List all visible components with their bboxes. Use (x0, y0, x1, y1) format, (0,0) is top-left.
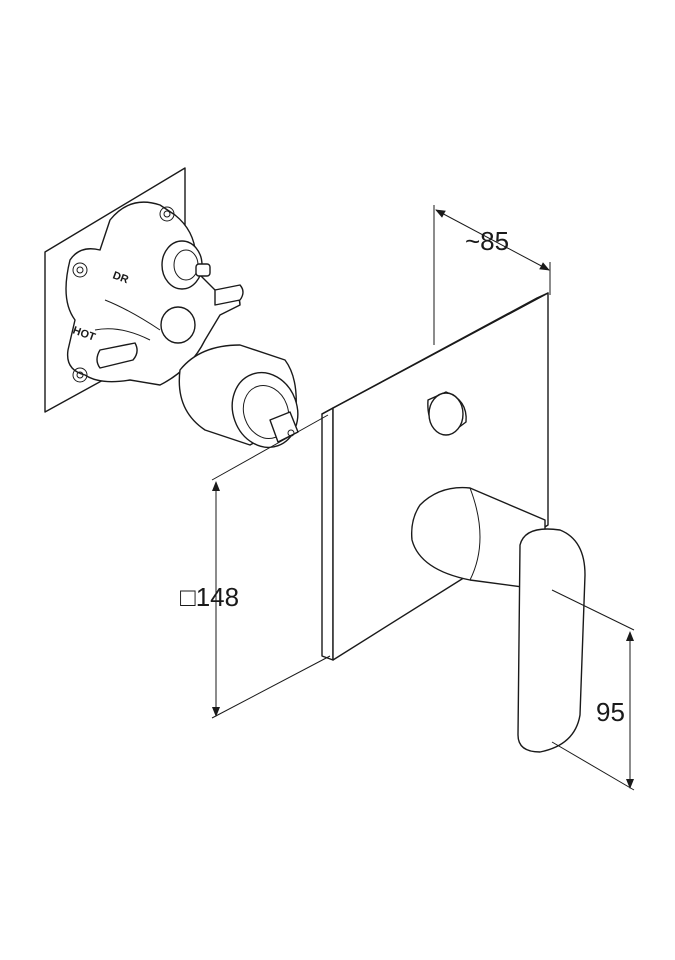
depth-label: ~85 (465, 226, 509, 256)
lever-length-label: 95 (596, 697, 625, 727)
diverter-knob (427, 391, 467, 436)
dr-port-label: DR (111, 270, 130, 287)
dimension-depth: ~85 (433, 205, 551, 345)
cartridge (178, 344, 299, 449)
dimension-plate-size: □148 (180, 414, 331, 719)
valve-body: DR HOT (65, 201, 244, 386)
plate-size-label: □148 (180, 582, 239, 612)
mixer-handle (410, 486, 586, 753)
cover-plate (321, 292, 549, 661)
dimension-lever-length: 95 (551, 589, 635, 791)
